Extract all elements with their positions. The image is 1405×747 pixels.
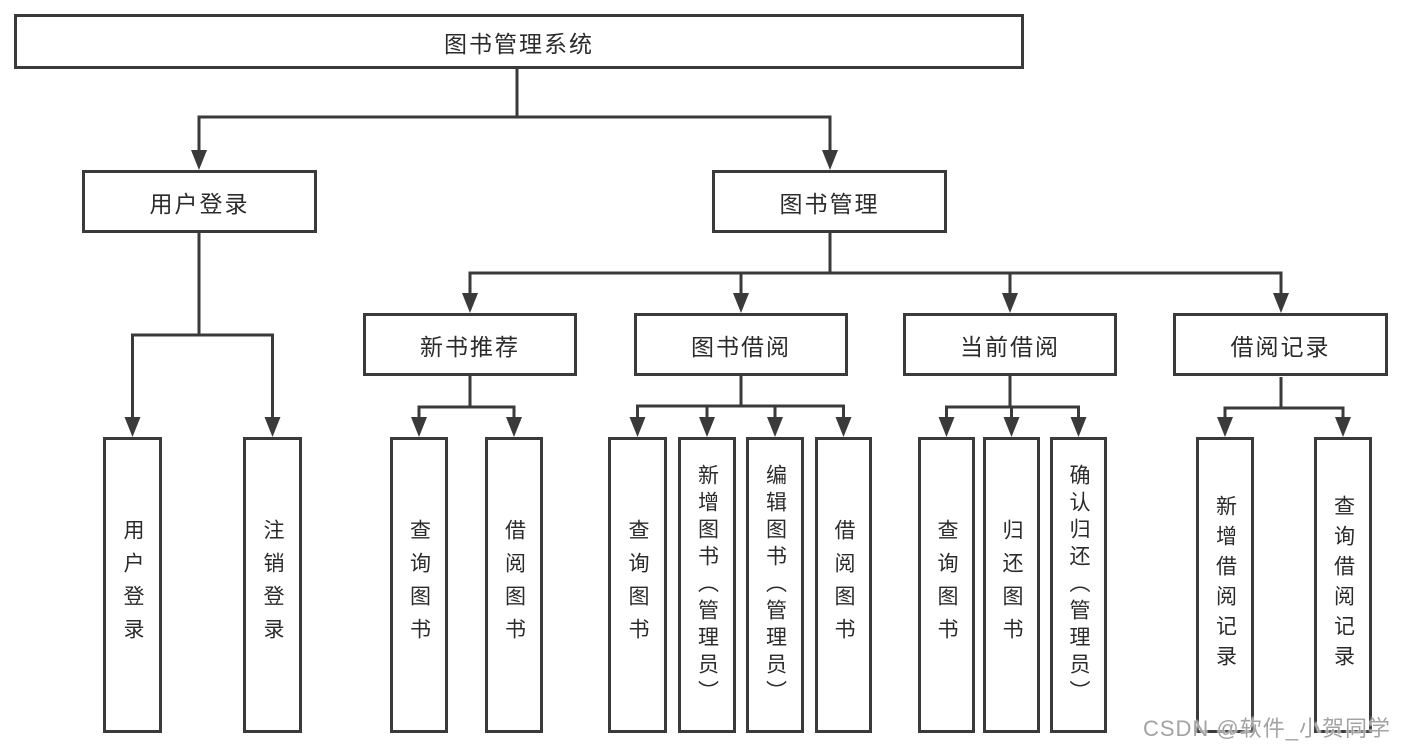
watermark: CSDN @软件_小贺同学 bbox=[1142, 716, 1391, 741]
leaf-query-books-current: 查询图书 bbox=[918, 437, 975, 733]
leaf-user-login: 用户登录 bbox=[103, 437, 162, 733]
arrowheads bbox=[124, 150, 1351, 437]
leaf-confirm-return-admin: 确认归还（管理员） bbox=[1050, 437, 1107, 733]
leaf-query-books-recommend: 查询图书 bbox=[390, 437, 448, 733]
node-user-login: 用户登录 bbox=[82, 170, 317, 233]
node-borrowing-records: 借阅记录 bbox=[1173, 313, 1388, 376]
node-book-management: 图书管理 bbox=[712, 170, 947, 233]
leaf-borrow-books-recommend: 借阅图书 bbox=[485, 437, 543, 733]
leaf-edit-book-admin: 编辑图书（管理员） bbox=[746, 437, 804, 733]
leaf-borrow-books-borrow: 借阅图书 bbox=[815, 437, 872, 733]
leaf-return-book: 归还图书 bbox=[983, 437, 1040, 733]
node-current-borrowing: 当前借阅 bbox=[903, 313, 1117, 376]
leaf-logout: 注销登录 bbox=[243, 437, 302, 733]
leaf-query-books-borrow: 查询图书 bbox=[608, 437, 667, 733]
leaf-query-borrow-record: 查询借阅记录 bbox=[1314, 437, 1372, 733]
leaf-add-book-admin: 新增图书（管理员） bbox=[678, 437, 736, 733]
node-book-borrowing: 图书借阅 bbox=[634, 313, 848, 376]
connector-path bbox=[131, 69, 1345, 420]
node-library-management-system: 图书管理系统 bbox=[14, 14, 1024, 69]
leaf-add-borrow-record: 新增借阅记录 bbox=[1196, 437, 1254, 733]
node-new-book-recommendation: 新书推荐 bbox=[363, 313, 577, 376]
